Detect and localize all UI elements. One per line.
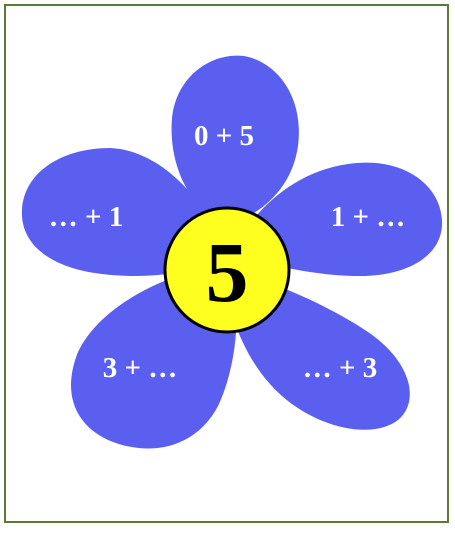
center-number: 5: [206, 224, 249, 320]
petal-label-left: … + 1: [49, 201, 124, 233]
petal-label-bottom-left: 3 + …: [103, 352, 178, 384]
petal-label-bottom-right: … + 3: [303, 352, 378, 384]
petal-label-top: 0 + 5: [194, 120, 254, 152]
petal-label-right: 1 + …: [331, 201, 406, 233]
